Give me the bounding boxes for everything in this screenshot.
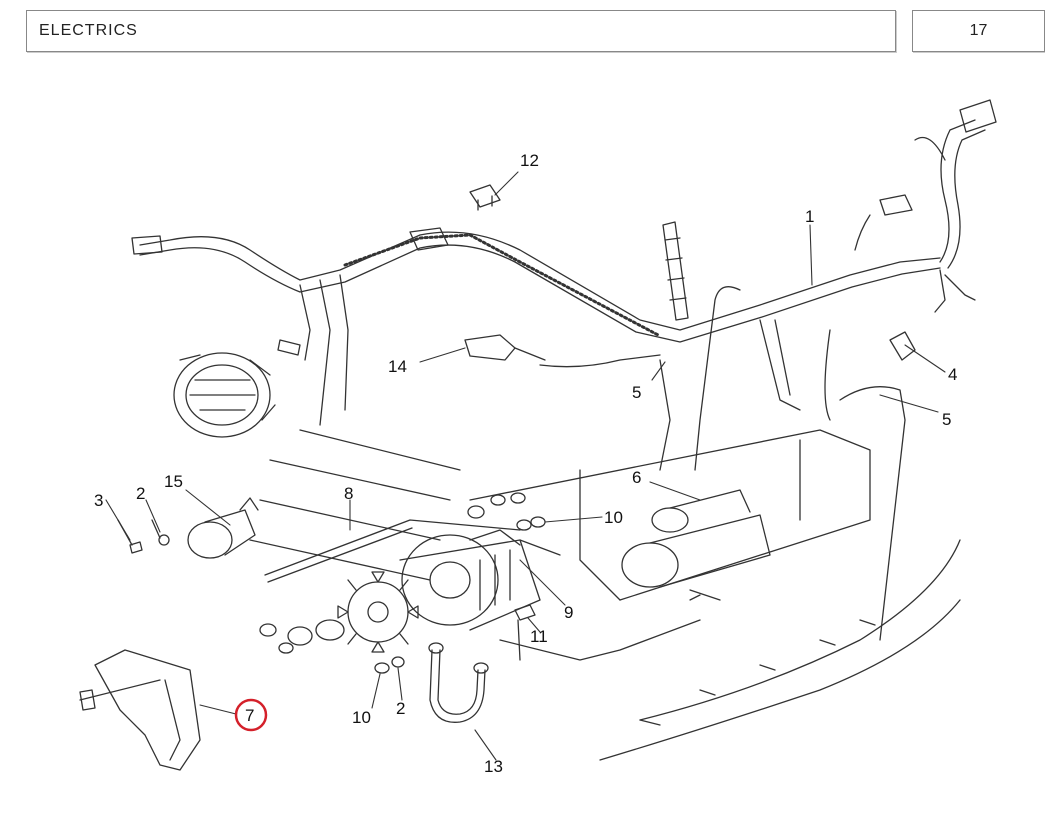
- nuts-washers-lower: [374, 656, 405, 674]
- headlamp: [173, 352, 276, 438]
- callout-13: 13: [484, 757, 503, 776]
- mounting-bracket-7: [79, 649, 201, 771]
- highlight-circle: [234, 698, 268, 732]
- callout-14: 14: [388, 357, 407, 376]
- fuse-element: [662, 221, 689, 321]
- callout-2-top: 2: [136, 484, 145, 503]
- callout-labels: 12 1 14 5 4 5 3 2 15 8 6 10 9 11 7 10 2 …: [94, 151, 957, 776]
- sensor-14: [464, 334, 546, 361]
- callout-3: 3: [94, 491, 103, 510]
- callout-8: 8: [344, 484, 353, 503]
- callout-9: 9: [564, 603, 573, 622]
- alternator: [399, 529, 541, 631]
- callout-2-bottom: 2: [396, 699, 405, 718]
- nuts-washers-upper: [467, 492, 561, 556]
- leader-lines: [105, 171, 946, 761]
- relay-connector-12: [469, 184, 501, 211]
- starter-motor: [621, 489, 771, 601]
- page-number: 17: [969, 22, 988, 39]
- u-bolt-13: [428, 642, 489, 723]
- fan-pulley: [259, 571, 419, 654]
- callout-5-left: 5: [632, 383, 641, 402]
- section-header: ELECTRICS: [26, 10, 896, 52]
- callout-10-top: 10: [604, 508, 623, 527]
- callout-5-right: 5: [942, 410, 951, 429]
- callout-7: 7: [245, 706, 254, 725]
- wiring-harness: [131, 99, 997, 641]
- page-number-box: 17: [912, 10, 1045, 52]
- section-title: ELECTRICS: [39, 22, 138, 39]
- bolt-11: [514, 604, 536, 661]
- callout-15: 15: [164, 472, 183, 491]
- part-15-unit: [187, 497, 259, 559]
- callout-6: 6: [632, 468, 641, 487]
- callout-1: 1: [805, 207, 814, 226]
- bolts-3-2: [117, 519, 170, 554]
- callout-4: 4: [948, 365, 957, 384]
- callout-11: 11: [530, 627, 548, 646]
- drive-belt: [264, 519, 521, 583]
- engine-block: [249, 429, 961, 761]
- callout-10-bottom: 10: [352, 708, 371, 727]
- clamp-4: [889, 331, 916, 361]
- callout-12: 12: [520, 151, 539, 170]
